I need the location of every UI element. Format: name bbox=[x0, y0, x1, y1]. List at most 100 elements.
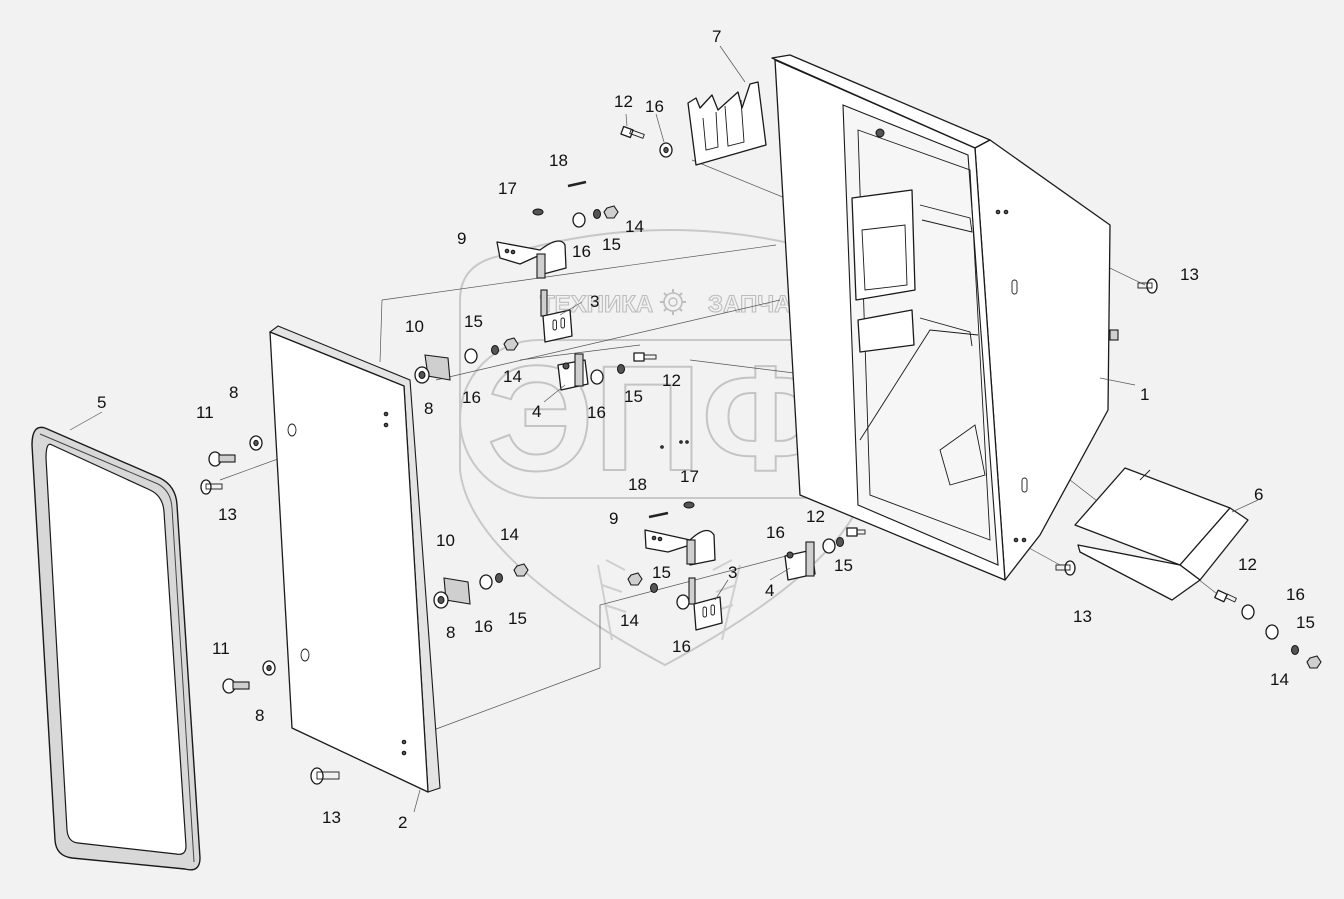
bracket6-front bbox=[1077, 544, 1201, 601]
callout-12: 12 bbox=[806, 507, 825, 526]
callout-15: 15 bbox=[624, 387, 643, 406]
hinge9-upper-hole-1 bbox=[504, 248, 510, 254]
callout-8: 8 bbox=[424, 399, 433, 418]
callout-15: 15 bbox=[602, 235, 621, 254]
pin-18-upper bbox=[567, 180, 587, 188]
callout-11: 11 bbox=[212, 639, 230, 658]
hinge4-upper-bolt bbox=[562, 362, 570, 370]
plate-outline bbox=[687, 81, 767, 166]
spring-washer-15-d bbox=[495, 573, 503, 583]
hinge9-lower-hole-1 bbox=[651, 535, 657, 541]
housing-floor bbox=[939, 424, 986, 486]
housing-top-bolt bbox=[875, 128, 885, 138]
washer-16-a-hole bbox=[663, 146, 669, 154]
part-hinge-lower bbox=[644, 529, 716, 566]
part-hinge-4-lower bbox=[784, 541, 816, 581]
callout-12: 12 bbox=[1238, 555, 1257, 574]
callout-2: 2 bbox=[398, 813, 407, 832]
center-mark-2 bbox=[679, 440, 683, 444]
part-bracket-plate bbox=[687, 81, 767, 166]
door-hole-upper bbox=[287, 423, 297, 437]
callout-17: 17 bbox=[498, 179, 517, 198]
housing-inner-diagonal bbox=[859, 329, 979, 441]
bolt-12-a bbox=[620, 125, 645, 139]
bolt-12-b bbox=[633, 352, 657, 362]
screw-13-c bbox=[1055, 560, 1076, 576]
part-hinge-upper bbox=[496, 240, 567, 279]
housing-lower-bracket bbox=[857, 309, 915, 353]
door-hole-lower bbox=[300, 648, 310, 662]
washer-8-b-hole bbox=[266, 664, 272, 672]
spring-washer-15-c bbox=[617, 364, 625, 374]
part-seal-frame bbox=[31, 426, 201, 871]
callout-13: 13 bbox=[218, 505, 237, 524]
screw-11-lower bbox=[222, 678, 250, 694]
latch10-lower-plate bbox=[443, 577, 471, 605]
watermark: ТЕХНИКА ЗАПЧАСТИ ЭПФ bbox=[459, 229, 881, 667]
callout-9: 9 bbox=[609, 509, 618, 528]
spring-washer-15-g bbox=[1291, 645, 1299, 655]
housing-rail-top bbox=[919, 204, 973, 233]
callout-leaders bbox=[69, 45, 1259, 813]
callout-12: 12 bbox=[662, 371, 681, 390]
hinge9-upper-hole-2 bbox=[510, 249, 516, 255]
callout-15: 15 bbox=[1296, 613, 1315, 632]
callout-15: 15 bbox=[508, 609, 527, 628]
callout-18: 18 bbox=[628, 475, 647, 494]
seal-frame-inner bbox=[45, 443, 187, 855]
plate-slot-right bbox=[724, 99, 745, 147]
door-pin-3 bbox=[401, 739, 407, 745]
nut-14-a bbox=[603, 205, 619, 219]
housing-hole-3 bbox=[1013, 537, 1019, 543]
callout-4: 4 bbox=[532, 402, 541, 421]
screw-13-a bbox=[1137, 278, 1158, 294]
leaf3-upper-plate bbox=[542, 309, 573, 343]
hinge9-upper-body bbox=[496, 240, 567, 276]
part-hinge-leaf-upper bbox=[540, 289, 573, 343]
ring-17-lower bbox=[683, 501, 695, 509]
washer-16-e bbox=[479, 574, 493, 590]
housing-stud bbox=[1109, 329, 1119, 341]
callout-3: 3 bbox=[728, 563, 737, 582]
hinge4-lower-bolt bbox=[786, 551, 794, 559]
callout-15: 15 bbox=[464, 312, 483, 331]
housing-slot-upper bbox=[1011, 279, 1018, 295]
plate-slot-left bbox=[702, 111, 719, 151]
callout-5: 5 bbox=[97, 393, 106, 412]
gear-icon bbox=[660, 289, 686, 315]
callout-6: 6 bbox=[1254, 485, 1263, 504]
hinge4-upper-knuckle bbox=[574, 353, 584, 387]
callout-16: 16 bbox=[572, 242, 591, 261]
callout-13: 13 bbox=[1180, 265, 1199, 284]
door-pin-4 bbox=[401, 750, 407, 756]
watermark-shield-outline bbox=[459, 229, 871, 667]
callout-7: 7 bbox=[712, 27, 721, 46]
callout-16: 16 bbox=[1286, 585, 1305, 604]
callout-13: 13 bbox=[1073, 607, 1092, 626]
bracket6-ribs bbox=[1139, 469, 1151, 481]
housing-slot-lower bbox=[1021, 477, 1028, 493]
center-mark-1 bbox=[660, 445, 664, 449]
spring-washer-15-f bbox=[836, 537, 844, 547]
nut-14-c bbox=[513, 563, 529, 577]
bolt-12-d bbox=[1214, 589, 1237, 603]
leaf3-upper-pin bbox=[540, 289, 548, 317]
leaf3-lower-pin bbox=[688, 577, 696, 605]
callout-16: 16 bbox=[462, 388, 481, 407]
hinge4-lower-knuckle bbox=[805, 541, 815, 577]
door-panel-face bbox=[269, 331, 429, 793]
housing-rail-mid bbox=[919, 317, 973, 347]
spring-washer-15-e bbox=[650, 583, 658, 593]
callout-8: 8 bbox=[229, 383, 238, 402]
watermark-wheat-decoration bbox=[597, 559, 741, 641]
callout-15: 15 bbox=[834, 556, 853, 575]
callout-8: 8 bbox=[446, 623, 455, 642]
fasteners bbox=[200, 125, 1322, 785]
hinge9-lower-hole-2 bbox=[657, 536, 663, 542]
callout-12: 12 bbox=[614, 92, 633, 111]
callout-8: 8 bbox=[255, 706, 264, 725]
callout-16: 16 bbox=[645, 97, 664, 116]
washer-16-g bbox=[822, 538, 836, 554]
latch10-upper-washer-hole bbox=[418, 371, 426, 379]
